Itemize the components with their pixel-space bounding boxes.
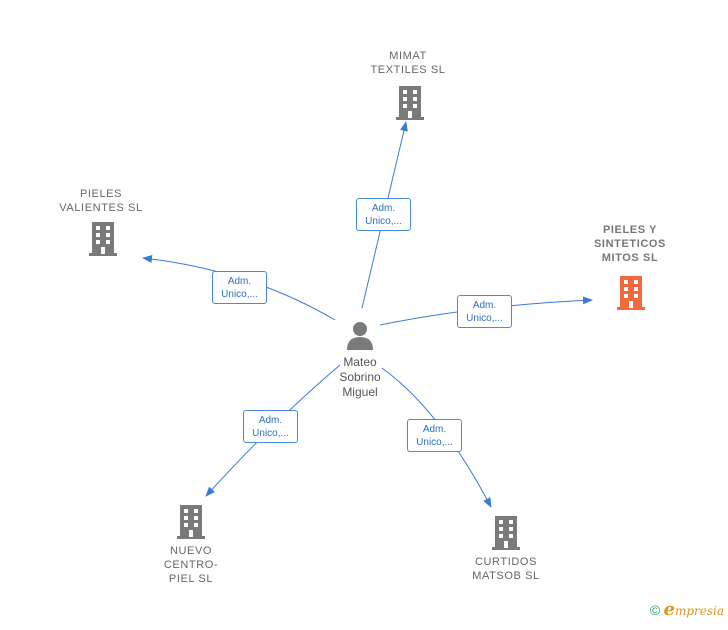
footer-brand[interactable]: © empresia <box>650 599 724 620</box>
building-icon[interactable] <box>490 516 522 550</box>
building-icon-focus[interactable] <box>615 276 647 310</box>
role-label-mimat[interactable]: Adm. Unico,... <box>356 198 411 231</box>
copyright-icon: © <box>649 602 661 618</box>
brand-logo: empresia <box>663 599 724 620</box>
role-label-nuevo[interactable]: Adm. Unico,... <box>243 410 298 443</box>
person-icon[interactable] <box>345 320 375 350</box>
role-label-valientes[interactable]: Adm. Unico,... <box>212 271 267 304</box>
company-label-curtidos[interactable]: CURTIDOS MATSOB SL <box>472 556 540 582</box>
building-icon[interactable] <box>394 86 426 120</box>
company-label-mimat[interactable]: MIMAT TEXTILES SL <box>370 50 446 76</box>
building-icon[interactable] <box>175 505 207 539</box>
company-label-sinteticos[interactable]: PIELES Y SINTETICOS MITOS SL <box>593 224 666 264</box>
building-icon[interactable] <box>87 222 119 256</box>
role-label-curtidos[interactable]: Adm. Unico,... <box>407 419 462 452</box>
company-label-valientes[interactable]: PIELES VALIENTES SL <box>59 188 143 214</box>
person-name[interactable]: Mateo Sobrino Miguel <box>339 355 381 399</box>
role-label-sinteticos[interactable]: Adm. Unico,... <box>457 295 512 328</box>
company-label-nuevo[interactable]: NUEVO CENTRO- PIEL SL <box>163 545 219 585</box>
